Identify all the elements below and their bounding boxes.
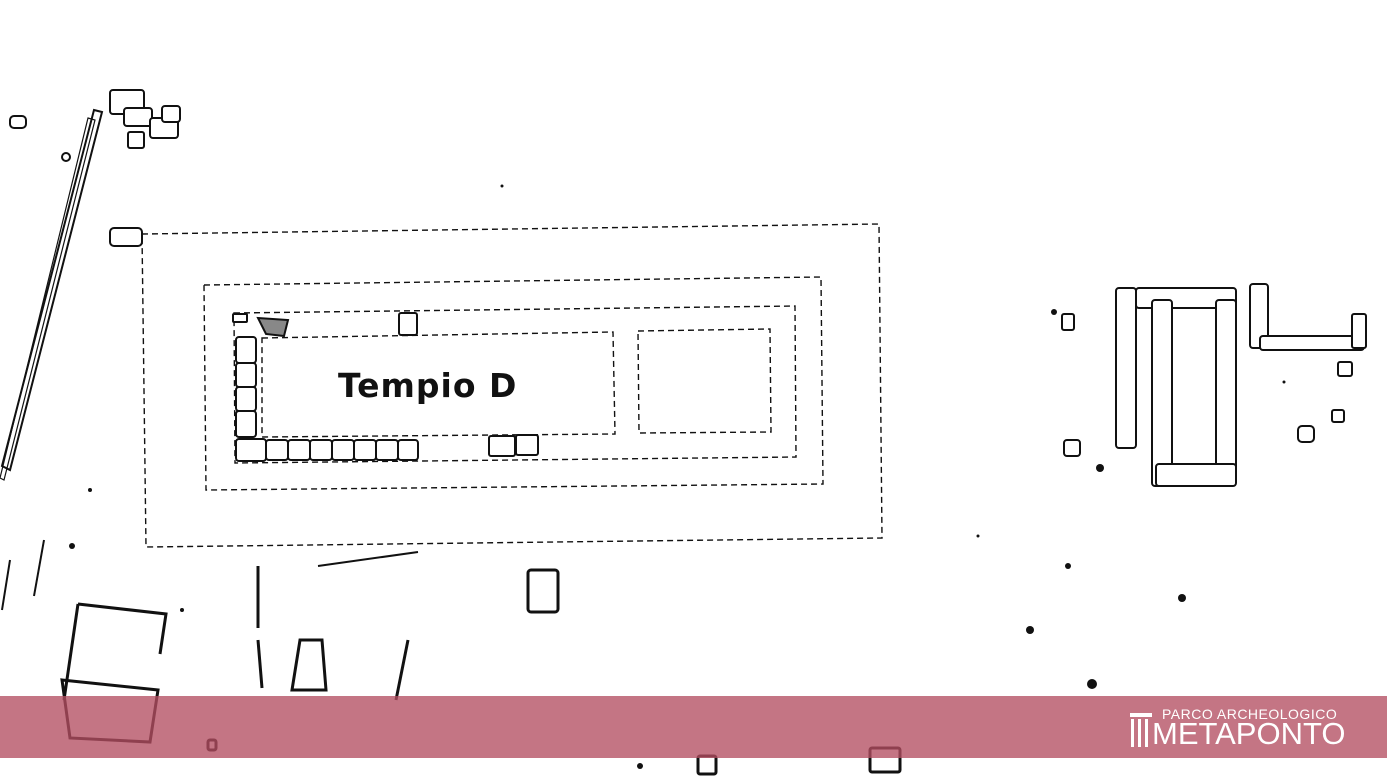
temple-wall-blocks [232, 312, 539, 462]
park-logo: PARCO ARCHEOLOGICO METAPONTO [1124, 704, 1345, 754]
adyton-outline [637, 328, 772, 434]
column-portico-icon [1130, 713, 1152, 747]
diagonal-wall [0, 89, 181, 481]
logo-top-text: PARCO ARCHEOLOGICO [1162, 706, 1338, 722]
right-building [1061, 283, 1367, 487]
temple-label: Tempio D [338, 366, 518, 405]
outer-platform-outline [141, 223, 883, 548]
inner-outline [233, 305, 797, 464]
cella-outline [261, 331, 616, 438]
scattered-rubble [69, 184, 1286, 769]
footer-band [0, 696, 1387, 758]
lower-structures [1, 539, 902, 776]
temple-outlines [141, 223, 883, 548]
logo-main-text: METAPONTO [1152, 716, 1346, 751]
middle-outline [203, 276, 824, 491]
